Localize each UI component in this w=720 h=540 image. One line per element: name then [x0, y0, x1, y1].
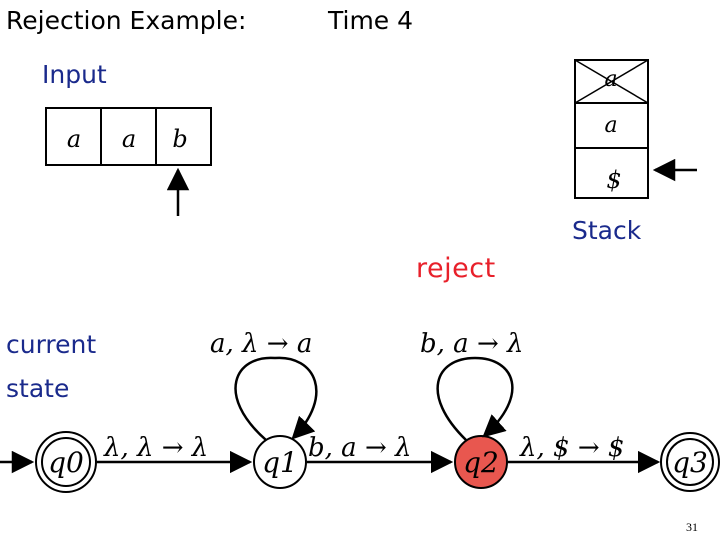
state-q3: q3: [660, 432, 720, 492]
input-symbol-3: b: [172, 125, 187, 153]
state-q1: q1: [253, 435, 307, 489]
transition-label-q2-q3: λ, $ → $: [519, 433, 624, 463]
stack-symbol-middle: a: [604, 113, 617, 138]
input-cell-1: [45, 107, 212, 166]
current-state-label-line-1: current: [6, 330, 97, 359]
stack-label: Stack: [572, 216, 642, 245]
stack-symbol-bottom: $: [606, 166, 621, 194]
transition-label-q2-loop: b, a → λ: [420, 329, 523, 359]
transition-label-q0-q1: λ, λ → λ: [103, 433, 208, 463]
stack-pop-cross: [574, 59, 649, 104]
transition-label-q1-q2: b, a → λ: [308, 433, 411, 463]
current-state-label: current state: [6, 323, 96, 411]
state-label-q2: q2: [463, 446, 499, 479]
input-symbol-2: a: [122, 125, 136, 153]
stack: a a $: [574, 59, 649, 199]
state-q2: q2: [454, 435, 508, 489]
state-label-q1: q1: [262, 446, 298, 479]
input-tape: a a b: [45, 107, 212, 166]
current-state-label-line-2: state: [6, 374, 70, 403]
input-label: Input: [42, 60, 107, 89]
state-q0: q0: [35, 431, 97, 493]
stack-symbol-top: a: [604, 67, 617, 92]
self-loop-q2: [436, 356, 514, 441]
time-label: Time 4: [328, 6, 414, 35]
transition-label-q1-loop: a, λ → a: [210, 329, 312, 359]
state-label-q3: q3: [672, 446, 708, 479]
self-loop-q1: [234, 356, 318, 441]
page-number: 31: [686, 520, 698, 534]
reject-status: reject: [416, 253, 496, 284]
input-symbol-1: a: [67, 125, 81, 153]
state-label-q0: q0: [48, 446, 84, 479]
slide-title: Rejection Example:: [6, 6, 247, 35]
